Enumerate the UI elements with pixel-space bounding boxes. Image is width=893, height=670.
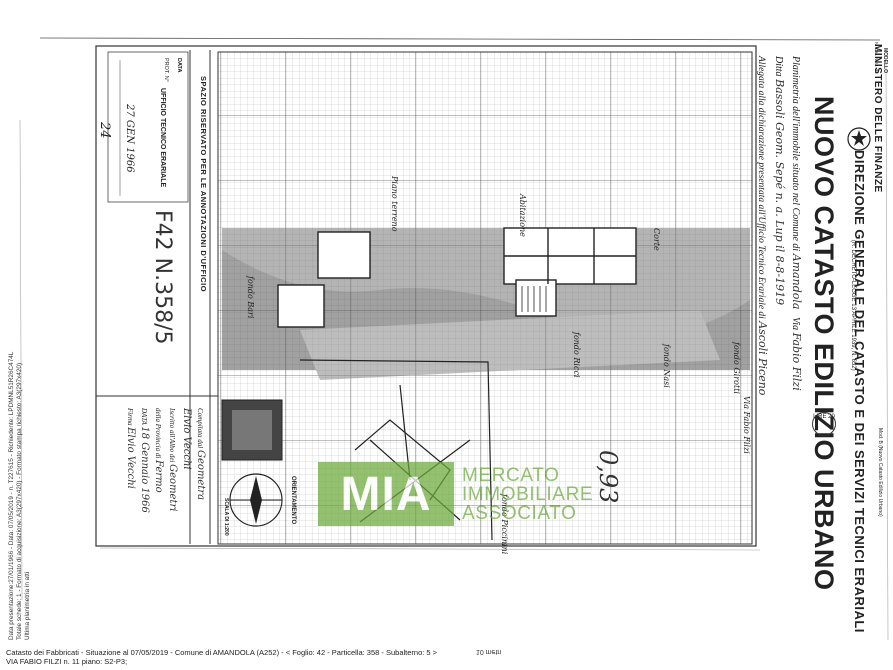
- form-header: MODELLO N. Cat. N. U. 31 MINISTERO DELLE…: [755, 40, 890, 633]
- compilata-label-1: Compilata dal: [196, 408, 204, 449]
- sheet-outline: [95, 45, 757, 547]
- ditta-line: Ditta Bassoli Geom. Sepé n. a. Lup il 8-…: [773, 56, 786, 305]
- staircase: [521, 286, 547, 312]
- meta-line-1: Data presentazione:27/01/1966 - Data: 07…: [8, 351, 15, 640]
- plan-label-3: fondo Bari: [246, 275, 255, 319]
- comune-hand: Amandola: [790, 253, 803, 310]
- orientamento-label: ORIENTAMENTO: [290, 476, 296, 525]
- scan-marks: [19, 59, 889, 641]
- watermark-logo: MIA: [318, 462, 454, 526]
- building-right: [503, 227, 637, 317]
- planimetria-label: Planimetria dell'immobile situato nel Co…: [790, 56, 801, 252]
- decree-note: (R. DECRETO-LEGGE 13 APRILE 1939, N. 652…: [850, 240, 856, 371]
- compilata-label-6: Firma: [126, 408, 134, 426]
- plan-label-2: Corte: [652, 228, 661, 251]
- compilata-hand-3: Geometri: [167, 464, 178, 512]
- scale-label: SCALA DI 1:200: [223, 498, 229, 536]
- grid-border: [217, 51, 753, 545]
- plan-label-5: fondo Nasi: [662, 343, 671, 388]
- watermark-line-2: IMMOBILIARE: [462, 483, 594, 505]
- ditta-hand: Bassoli Geom. Sepé n. a. Lup il 8-8-1919: [773, 79, 786, 306]
- allegata-line: Allegata alla dichiarazione presentata a…: [756, 56, 769, 395]
- ditta-label: Ditta: [773, 56, 784, 77]
- allegata-hand: Ascoli Piceno: [756, 321, 769, 396]
- compilata-4: della Provincia di Fermo: [153, 408, 164, 493]
- catasto-footer: Catasto dei Fabbricati - Situazione al 0…: [6, 648, 437, 666]
- lire-stamp: LIRE 20: [812, 412, 836, 436]
- compilata-hand-2: Elvio Vecchi: [181, 408, 192, 470]
- foglio-hand-note: F42 N.358/5: [150, 210, 175, 345]
- plan-label-6: fondo Girotti: [732, 341, 741, 394]
- left-metadata: Data presentazione:27/01/1966 - Data: 07…: [4, 40, 36, 640]
- planimetria-line: Planimetria dell'immobile situato nel Co…: [790, 56, 803, 391]
- compilata-hand-1: Geometra: [195, 450, 206, 501]
- compilata-hand-5: 18 Gennaio 1966: [139, 426, 150, 513]
- plan-label-7: Via Fabio Filzi: [742, 396, 751, 454]
- via-label: Via: [790, 316, 801, 331]
- footer-line-1: Catasto dei Fabbricati - Situazione al 0…: [6, 648, 438, 657]
- stamp-number-hand: 24: [97, 122, 112, 139]
- compilata-1: Compilata dal Geometra: [195, 408, 206, 500]
- watermark-line-1: MERCATO: [462, 464, 560, 486]
- allegata-label: Allegata alla dichiarazione presentata a…: [756, 56, 766, 319]
- direzione-title: DIREZIONE GENERALE DEL CATASTO E DEI SER…: [852, 150, 867, 633]
- ministero-title: MINISTERO DELLE FINANZE: [872, 44, 883, 193]
- office-stamp: UFFICIO TECNICO ERARIALE: [159, 88, 166, 188]
- reserved-space-title: SPAZIO RISERVATO PER LE ANNOTAZIONI D'UF…: [199, 76, 208, 293]
- compilata-label-3: Iscritto all'Albo dei: [168, 408, 176, 463]
- plan-label-4: fondo Ricci: [572, 331, 581, 378]
- footer-line-2: VIA FABIO FILZI n. 11 piano: S2-P3;: [6, 657, 128, 666]
- data-box: [107, 51, 189, 203]
- watermark: MIA MERCATO IMMOBILIARE ASSOCIATO: [318, 462, 593, 526]
- compilata-label-4: della Provincia di: [154, 408, 162, 459]
- compilata-2: Elvio Vecchi: [181, 408, 192, 470]
- orientation-symbol: [229, 473, 283, 527]
- meta-line-3: Ultima planimetria in atti: [24, 571, 31, 640]
- data-box-prot: PROT. N°: [163, 58, 169, 82]
- watermark-text: MERCATO IMMOBILIARE ASSOCIATO: [462, 466, 593, 523]
- sheet-top-edge: [39, 37, 881, 41]
- plan-label-1: Abitazione: [518, 193, 527, 237]
- republic-emblem-icon: [847, 127, 871, 151]
- nuovo-catasto-title: NUOVO CATASTO EDILIZIO URBANO: [809, 96, 839, 591]
- watermark-line-3: ASSOCIATO: [462, 502, 577, 524]
- compilata-6: Firma Elvio Vecchi: [125, 408, 136, 489]
- plan-label-8: fondo Piccinini: [500, 493, 509, 555]
- compilata-label-5: DATA: [140, 408, 148, 425]
- compilata-hand-6: Elvio Vecchi: [125, 427, 136, 489]
- mirrored-scale-note: 10 metri: [476, 648, 502, 655]
- via-hand: Fabio Filzi: [790, 332, 803, 391]
- area-hand-mark: 0,93: [594, 450, 622, 503]
- mod-reference: Mod. B (Nuovo Catasto Edilizio Urbano): [877, 428, 883, 517]
- compilata-hand-4: Fermo: [153, 460, 164, 493]
- data-box-title: DATA: [176, 58, 182, 73]
- compilata-5: DATA 18 Gennaio 1966: [139, 408, 150, 513]
- building-left: [277, 231, 371, 328]
- compilata-3: Iscritto all'Albo dei Geometri: [167, 408, 178, 511]
- stamp-date-hand: 27 GEN 1966: [124, 104, 135, 173]
- meta-line-2: Totale schede: 1 - Formato di acquisizio…: [16, 362, 23, 640]
- plan-label-0: Piano terreno: [390, 175, 399, 232]
